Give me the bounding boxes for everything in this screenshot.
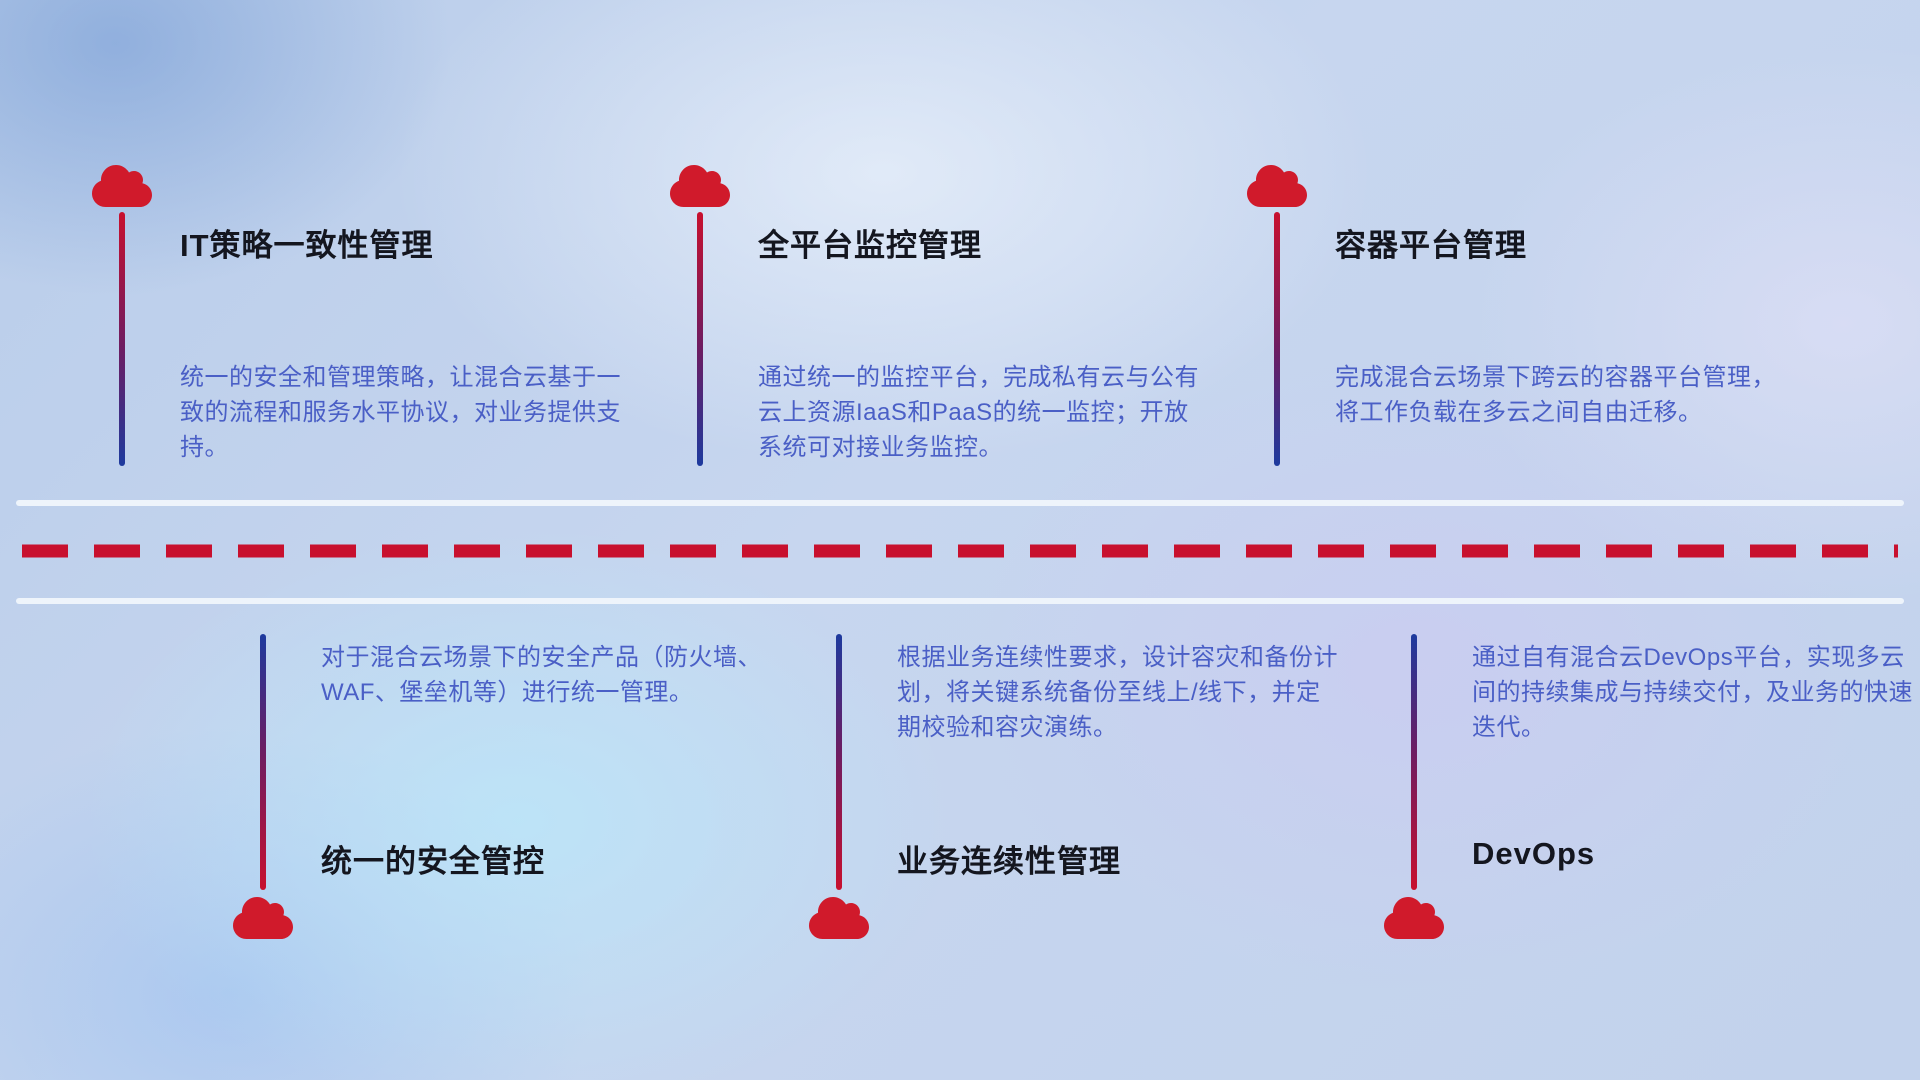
item-title: IT策略一致性管理 <box>180 228 434 263</box>
connector-line <box>697 212 703 466</box>
cloud-icon <box>809 894 869 942</box>
timeline-item-business-continuity: 根据业务连续性要求，设计容灾和备份计划，将关键系统备份至线上/线下，并定期校验和… <box>809 630 1369 960</box>
item-description: 对于混合云场景下的安全产品（防火墙、WAF、堡垒机等）进行统一管理。 <box>321 644 762 706</box>
cloud-icon <box>670 162 730 210</box>
item-description: 通过统一的监控平台，完成私有云与公有云上资源IaaS和PaaS的统一监控；开放系… <box>758 364 1199 461</box>
item-title: 业务连续性管理 <box>897 844 1121 879</box>
cloud-icon <box>1384 894 1444 942</box>
item-title: 全平台监控管理 <box>758 228 982 263</box>
item-title: 统一的安全管控 <box>321 844 545 879</box>
connector-line <box>119 212 125 466</box>
timeline-item-monitoring: 全平台监控管理 通过统一的监控平台，完成私有云与公有云上资源IaaS和PaaS的… <box>670 160 1230 480</box>
cloud-icon <box>1247 162 1307 210</box>
divider-line-top <box>16 500 1904 506</box>
timeline-item-devops: 通过自有混合云DevOps平台，实现多云间的持续集成与持续交付，及业务的快速迭代… <box>1384 630 1920 960</box>
connector-line <box>260 634 266 890</box>
item-description: 根据业务连续性要求，设计容灾和备份计划，将关键系统备份至线上/线下，并定期校验和… <box>897 644 1338 741</box>
cloud-icon <box>92 162 152 210</box>
item-title: DevOps <box>1472 836 1596 871</box>
connector-line <box>1411 634 1417 890</box>
timeline-item-container-platform: 容器平台管理 完成混合云场景下跨云的容器平台管理，将工作负载在多云之间自由迁移。 <box>1247 160 1807 480</box>
item-description: 统一的安全和管理策略，让混合云基于一致的流程和服务水平协议，对业务提供支持。 <box>180 364 621 461</box>
divider-line-bottom <box>16 598 1904 604</box>
item-description: 通过自有混合云DevOps平台，实现多云间的持续集成与持续交付，及业务的快速迭代… <box>1472 644 1913 741</box>
timeline-item-security-control: 对于混合云场景下的安全产品（防火墙、WAF、堡垒机等）进行统一管理。 统一的安全… <box>233 630 793 960</box>
connector-line <box>1274 212 1280 466</box>
item-description: 完成混合云场景下跨云的容器平台管理，将工作负载在多云之间自由迁移。 <box>1335 364 1776 426</box>
connector-line <box>836 634 842 890</box>
timeline-item-it-policy: IT策略一致性管理 统一的安全和管理策略，让混合云基于一致的流程和服务水平协议，… <box>92 160 652 480</box>
dashed-divider-line <box>0 544 1920 558</box>
cloud-icon <box>233 894 293 942</box>
item-title: 容器平台管理 <box>1335 228 1527 263</box>
